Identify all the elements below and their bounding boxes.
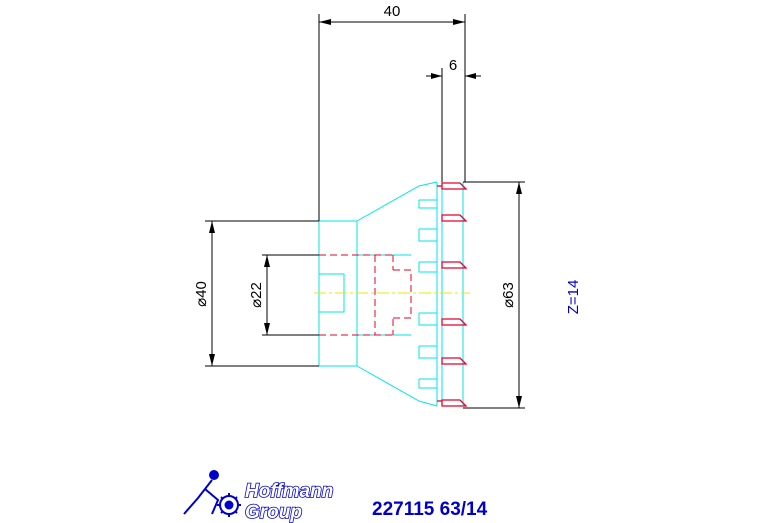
dimension-lines [205,14,525,409]
part-number: 227115 63/14 [372,499,488,520]
logo-text-group: Group [245,502,302,523]
logo-text-hoffmann: Hoffmann [245,481,333,502]
hoffmann-logo: Hoffmann Group [183,470,334,523]
outer-diameter-label: ⌀63 [500,282,517,308]
dimension-arrows [209,19,522,408]
pilot-diameter-label: ⌀22 [248,282,265,308]
cutter-teeth [437,182,468,407]
bore-diameter-label: ⌀40 [193,281,210,307]
overall-length-label: 40 [384,3,401,20]
tooth-count-label: Z=14 [565,280,582,315]
hidden-lines [319,254,412,336]
logo-figure-icon [183,470,241,517]
step-width-label: 6 [449,57,457,74]
